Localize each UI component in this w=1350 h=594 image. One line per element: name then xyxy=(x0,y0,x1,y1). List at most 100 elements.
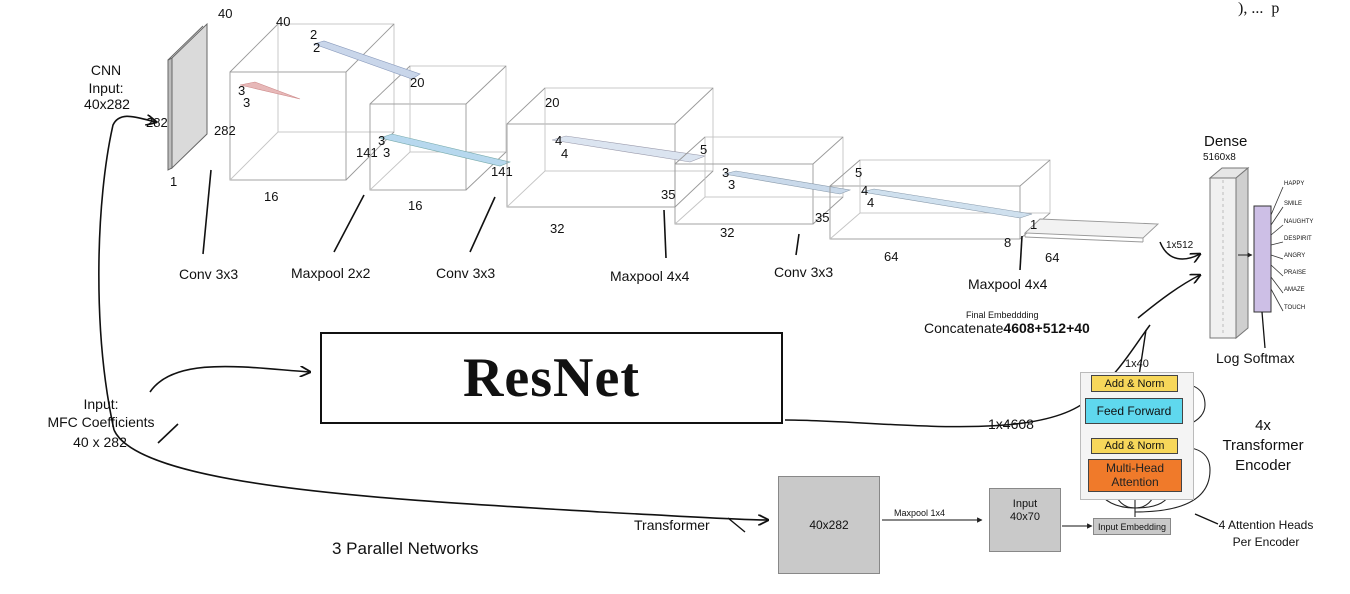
cnn-input-slab xyxy=(167,22,208,171)
dense-size: 5160x8 xyxy=(1203,152,1236,163)
dim-label: 40 xyxy=(218,6,233,21)
kernel-3 xyxy=(723,170,852,195)
class-label: NAUGHTY xyxy=(1284,219,1314,225)
corner-text: ), ... p xyxy=(1238,0,1280,17)
class-label: TOUCH xyxy=(1284,305,1306,311)
op-label: Maxpool 4x4 xyxy=(968,276,1048,292)
op-label: Conv 3x3 xyxy=(774,264,834,280)
concat-arrow xyxy=(1137,275,1200,319)
dim-label: 2 xyxy=(313,40,321,55)
transformer-output-line xyxy=(1138,329,1147,377)
class-label: DESPIRIT xyxy=(1284,236,1312,242)
pool-kernel-3 xyxy=(861,188,1033,219)
flatten-size: 1x512 xyxy=(1166,240,1194,251)
cnn-block-2 xyxy=(369,65,507,191)
op-label: Conv 3x3 xyxy=(179,266,239,282)
input-label: Input: xyxy=(83,396,119,412)
dim-label: 141 xyxy=(491,164,513,179)
encoder-title: Transformer xyxy=(1222,437,1304,454)
class-label: SMILE xyxy=(1284,201,1303,207)
input-embedding-box: Input Embedding xyxy=(1093,518,1171,535)
dim-label: 3 xyxy=(722,165,730,180)
dim-label: 4 xyxy=(555,133,563,148)
dim-label: 35 xyxy=(815,210,830,225)
pooled-input-size: 40x70 xyxy=(1010,511,1040,524)
dim-label: 5 xyxy=(700,142,708,157)
dim-label: 3 xyxy=(378,133,386,148)
diagram-caption: 3 Parallel Networks xyxy=(332,539,479,558)
dim-label: 1 xyxy=(1030,217,1038,232)
resnet-box: ResNet xyxy=(320,332,783,424)
dense-title: Dense xyxy=(1204,133,1248,150)
pooled-input-box: Input 40x70 xyxy=(989,488,1061,552)
dim-label: 40 xyxy=(276,14,291,29)
dim-label: 16 xyxy=(408,198,423,213)
op-label: Maxpool 4x4 xyxy=(610,268,690,284)
dim-label: 2 xyxy=(310,27,318,42)
heads-pointer xyxy=(1194,513,1219,525)
class-label: ANGRY xyxy=(1284,253,1306,259)
flatten-arrow xyxy=(1159,241,1200,259)
dim-label: 141 xyxy=(356,145,378,160)
dim-label: 8 xyxy=(1004,235,1012,250)
mha-line2: Attention xyxy=(1111,474,1159,489)
heads-label-2: Per Encoder xyxy=(1232,535,1300,549)
pooled-input-label: Input xyxy=(1012,498,1038,510)
dim-label: 16 xyxy=(264,189,279,204)
kernel-2 xyxy=(378,133,511,167)
cnn-input-label: Input: xyxy=(88,80,124,96)
encoder-repeat: 4x xyxy=(1255,417,1271,434)
input-tick xyxy=(157,423,179,444)
softmax-label: Log Softmax xyxy=(1216,350,1295,366)
resnet-input-curve xyxy=(149,367,310,393)
final-embedding-label: Final Embeddding xyxy=(966,310,1039,320)
multi-head-attention-box: Multi-Head Attention xyxy=(1088,459,1182,492)
dim-label: 4 xyxy=(561,146,569,161)
class-label: HAPPY xyxy=(1284,181,1305,187)
cnn-input-title: CNN xyxy=(90,62,122,78)
add-norm-box-upper: Add & Norm xyxy=(1091,375,1178,392)
dim-label: 3 xyxy=(728,177,736,192)
dim-label: 4 xyxy=(861,183,869,198)
dim-label: 1 xyxy=(170,174,178,189)
dim-label: 32 xyxy=(720,225,735,240)
op-label: Maxpool 2x2 xyxy=(291,265,371,281)
cnn-block-3 xyxy=(506,87,714,208)
op-label: Conv 3x3 xyxy=(436,265,496,281)
input-desc: MFC Coefficients xyxy=(47,414,155,430)
mha-line1: Multi-Head xyxy=(1105,460,1165,475)
kernel-1 xyxy=(239,81,301,100)
dense-block xyxy=(1208,166,1250,340)
dim-label: 3 xyxy=(243,95,251,110)
dim-label: 3 xyxy=(383,145,391,160)
op-pointers xyxy=(202,169,1023,271)
transformer-input-curve xyxy=(113,429,768,520)
dim-label: 282 xyxy=(214,123,236,138)
cnn-block-6 xyxy=(1023,218,1160,243)
dim-label: 35 xyxy=(661,187,676,202)
feed-forward-box: Feed Forward xyxy=(1085,398,1183,424)
softmax-block xyxy=(1253,205,1272,313)
pool-kernel-1 xyxy=(313,40,421,80)
cnn-input-size: 40x282 xyxy=(84,96,130,112)
transformer-input-box: 40x282 xyxy=(778,476,880,574)
dim-label: 64 xyxy=(1045,250,1060,265)
transformer-tick xyxy=(727,517,746,533)
encoder-subtitle: Encoder xyxy=(1235,457,1291,474)
maxpool-label: Maxpool 1x4 xyxy=(894,508,946,518)
dim-label: 5 xyxy=(855,165,863,180)
resnet-output-curve xyxy=(784,324,1151,428)
class-label: PRAISE xyxy=(1284,270,1307,276)
dim-label: 32 xyxy=(550,221,565,236)
class-label: AMAZE xyxy=(1284,287,1305,293)
dim-label: 3 xyxy=(238,83,246,98)
dim-label: 64 xyxy=(884,249,899,264)
dim-label: 282 xyxy=(146,115,168,130)
cnn-input-curve xyxy=(98,116,156,431)
dim-label: 20 xyxy=(545,95,560,110)
concatenate-word: Concatenate xyxy=(924,320,1004,336)
input-size: 40 x 282 xyxy=(73,434,127,450)
class-fan xyxy=(1270,186,1284,312)
